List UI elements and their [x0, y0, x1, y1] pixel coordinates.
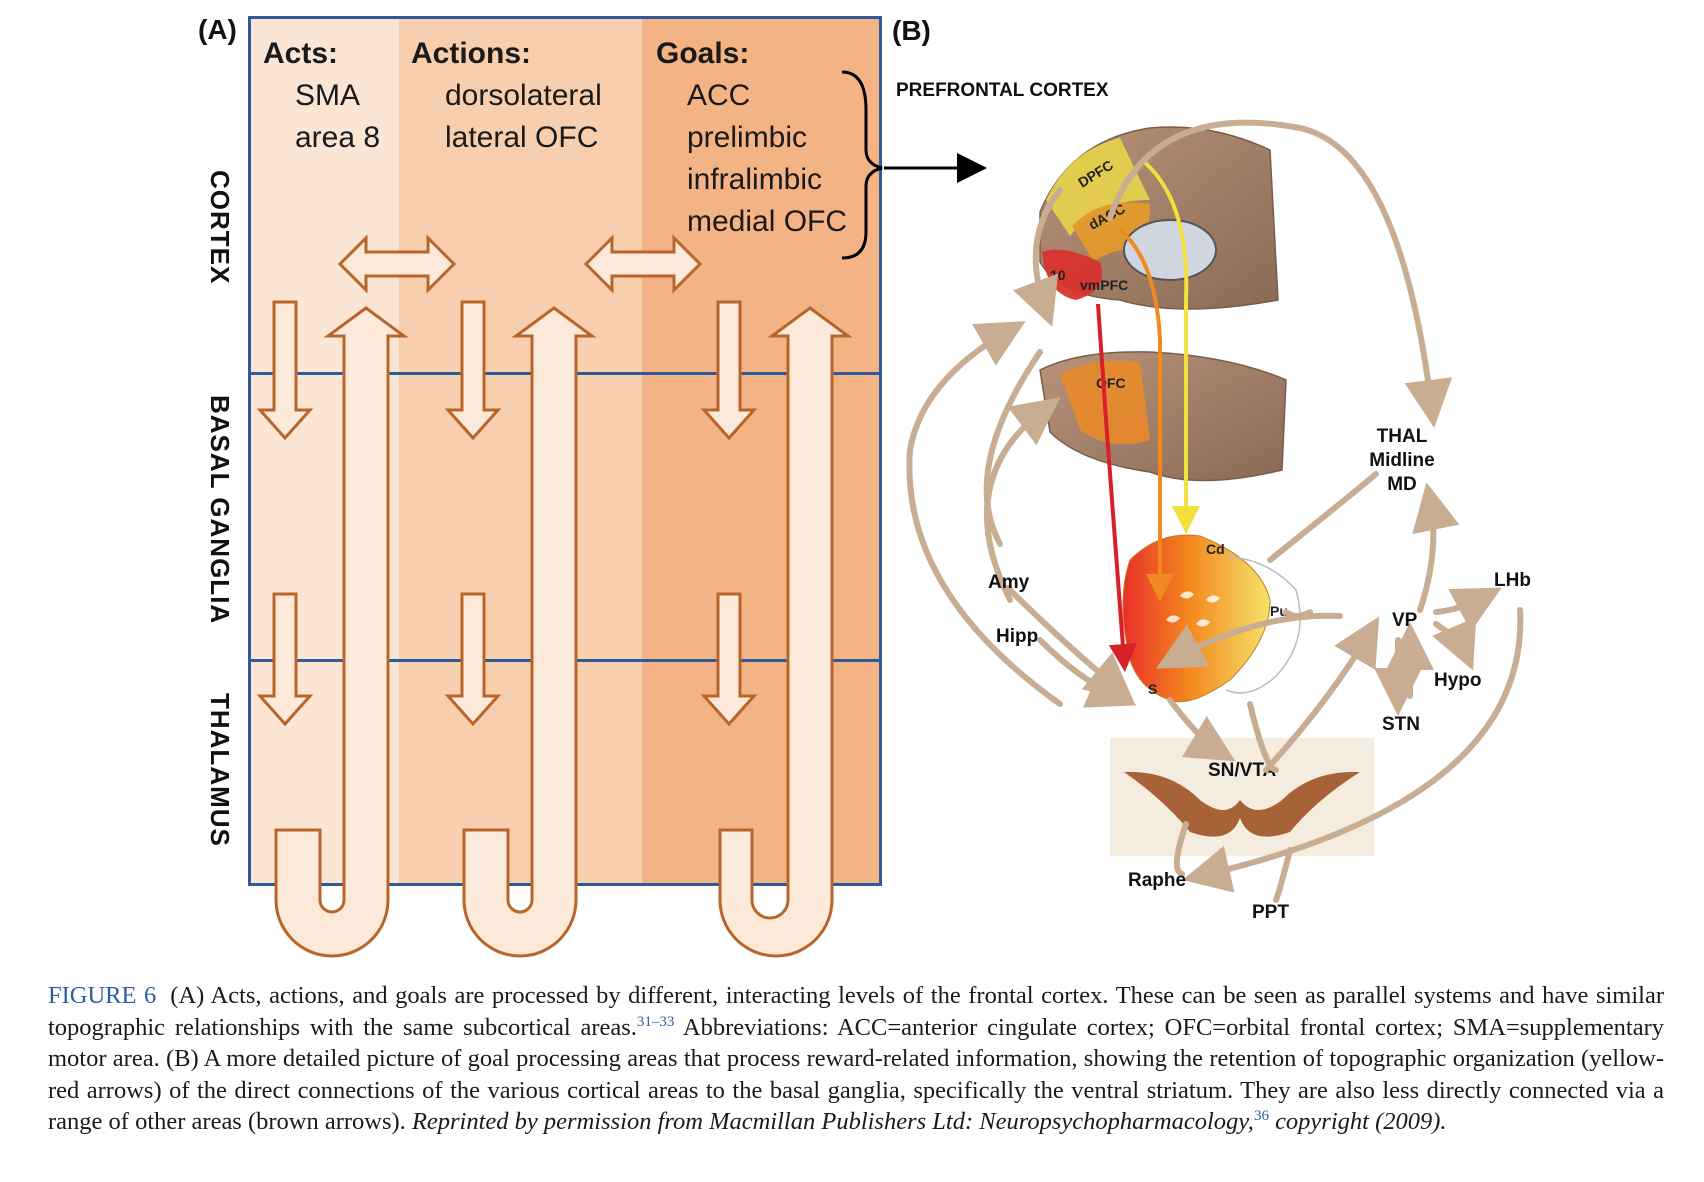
snvta-tissue: SN/VTA: [1110, 738, 1374, 856]
goals-brace: [841, 70, 883, 260]
column-actions-bg: [399, 19, 642, 883]
column-title-acts: Acts:: [263, 37, 339, 70]
caption-reprint: Reprinted by permission from Macmillan P…: [411, 1108, 1254, 1135]
panel-b-label: (B): [892, 15, 931, 46]
acts-item-area8: area 8: [295, 121, 381, 154]
vp-label: VP: [1392, 610, 1418, 631]
pu-label: Pu: [1270, 603, 1288, 619]
down-arrow-actions-2: [444, 592, 502, 727]
figure-caption: FIGURE 6(A) Acts, actions, and goals are…: [48, 980, 1664, 1138]
loop-arrow-acts: [274, 306, 409, 958]
goals-item-acc: ACC: [687, 79, 751, 112]
brain-medial-view: DPFC dACC 10 vmPFC: [1039, 126, 1279, 310]
double-arrow-actions-goals: [583, 234, 703, 294]
indirect-brown-arrows: [906, 119, 1524, 903]
area10-label: 10: [1050, 267, 1066, 283]
column-title-goals: Goals:: [656, 37, 750, 70]
amy-label: Amy: [988, 572, 1030, 593]
vmpfc-label: vmPFC: [1080, 277, 1128, 293]
figure-arrows-layer: (B) PREFRONTAL CORTEX DPFC dACC 10 vmPFC…: [256, 15, 1531, 958]
raphe-label: Raphe: [1128, 870, 1186, 891]
caption-copyright: copyright (2009).: [1268, 1108, 1447, 1135]
goals-item-medial-ofc: medial OFC: [687, 205, 848, 238]
down-arrow-acts-2: [256, 592, 314, 727]
cd-label: Cd: [1206, 541, 1225, 557]
panel-a-label: (A): [198, 14, 237, 45]
down-arrow-goals-2: [700, 592, 758, 727]
hipp-label: Hipp: [996, 626, 1038, 647]
down-arrow-actions-1: [444, 300, 502, 441]
column-goals-bg: [642, 19, 879, 883]
caption-part-2: Abbreviations: ACC=anterior cingulate co…: [48, 1013, 1665, 1136]
down-arrow-acts-1: [256, 300, 314, 441]
caption-part-1: (A) Acts, actions, and goals are process…: [48, 982, 1664, 1041]
down-arrow-goals-1: [700, 300, 758, 441]
down-arrows-group: [256, 300, 758, 727]
loop-arrows-group: [274, 306, 853, 958]
thal-md-label: MD: [1387, 474, 1417, 495]
goals-item-infralimbic: infralimbic: [687, 163, 823, 196]
hypo-label: Hypo: [1434, 670, 1482, 691]
stn-label: STN: [1382, 714, 1420, 735]
thal-midline-label: Midline: [1369, 450, 1434, 471]
brain-ventral-view: OFC: [1039, 351, 1287, 482]
row-label-thalamus: THALAMUS: [205, 693, 235, 847]
loop-arrow-goals: [718, 306, 853, 958]
figure-number: FIGURE 6: [48, 982, 157, 1009]
loop-arrow-actions: [462, 306, 597, 958]
ofc-label: OFC: [1096, 375, 1126, 391]
actions-item-lateral-ofc: lateral OFC: [445, 121, 599, 154]
thal-label: THAL: [1377, 426, 1428, 447]
double-arrow-acts-actions: [337, 234, 457, 294]
actions-item-dorsolateral: dorsolateral: [445, 79, 602, 112]
s-label: S: [1148, 681, 1157, 697]
ppt-label: PPT: [1252, 902, 1289, 923]
goals-item-prelimbic: prelimbic: [687, 121, 808, 154]
lhb-label: LHb: [1494, 570, 1531, 591]
caption-ref-2: 36: [1253, 1107, 1269, 1124]
caption-ref-1: 31–33: [636, 1013, 675, 1030]
acts-item-sma: SMA: [295, 79, 361, 112]
row-label-basal-ganglia: BASAL GANGLIA: [205, 395, 235, 625]
column-title-actions: Actions:: [411, 37, 531, 70]
direct-cortical-arrows: [1096, 158, 1200, 672]
snvta-label: SN/VTA: [1208, 760, 1277, 781]
row-label-cortex: CORTEX: [205, 170, 235, 285]
prefrontal-cortex-label: PREFRONTAL CORTEX: [896, 80, 1109, 101]
